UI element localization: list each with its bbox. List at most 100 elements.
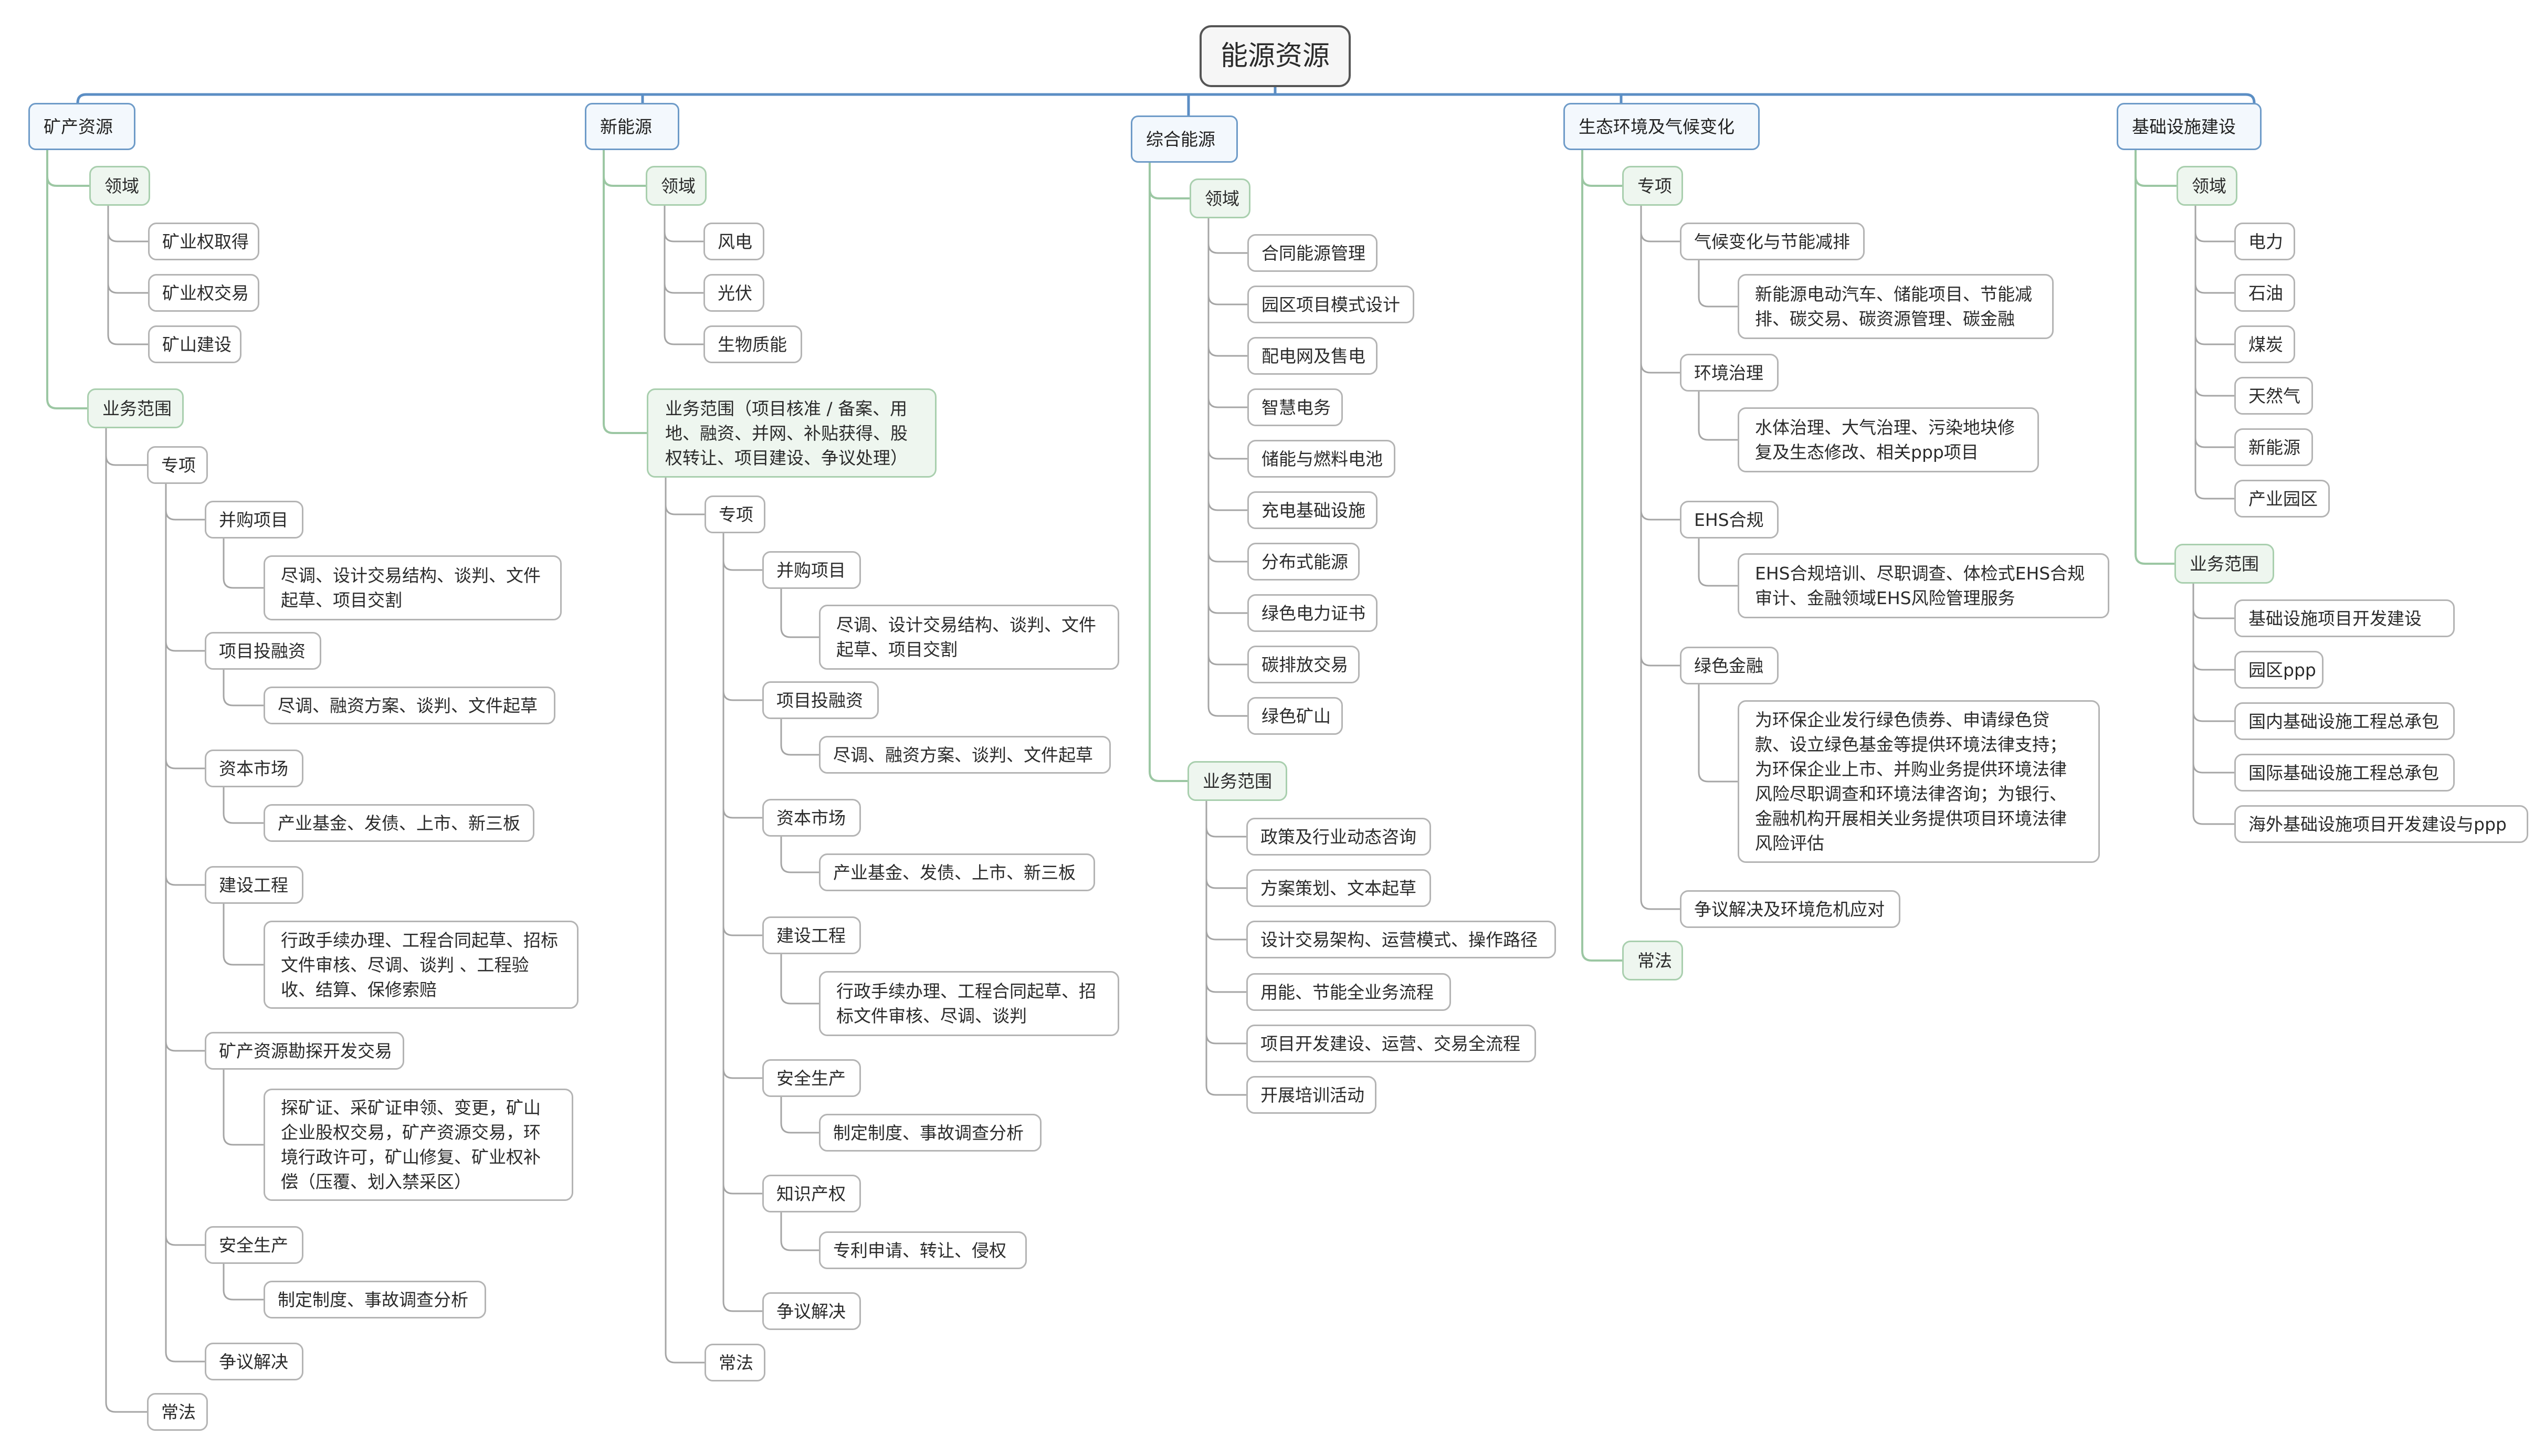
connector-line [2192,583,2235,825]
b3-scope-item[interactable]: 方案策划、文本起草 [1246,869,1431,907]
b1-special-group[interactable]: 安全生产 [205,1226,303,1264]
b3-domain-item[interactable]: 绿色电力证书 [1247,594,1378,632]
b3-domain-node[interactable]: 领域 [1190,178,1250,218]
b1-special-group[interactable]: 建设工程 [205,866,303,904]
b2-domain-item[interactable]: 光伏 [703,274,764,312]
root-node[interactable]: 能源资源 [1200,25,1351,87]
b3-scope-item[interactable]: 开展培训活动 [1246,1076,1376,1114]
b2-special-group[interactable]: 安全生产 [762,1059,861,1097]
b4-special-detail[interactable]: 水体治理、大气治理、污染地块修复及生态修改、相关ppp项目 [1738,407,2039,472]
b1-special-detail[interactable]: 制定制度、事故调查分析 [264,1281,486,1318]
b5-domain-item[interactable]: 产业园区 [2234,480,2330,518]
b3-domain-item[interactable]: 分布式能源 [1247,543,1360,581]
connector-line [2192,583,2235,722]
b4-special-group[interactable]: 环境治理 [1680,354,1779,392]
b5-scope-item[interactable]: 基础设施项目开发建设 [2234,599,2455,637]
b1-scope-node[interactable]: 业务范围 [87,388,184,428]
b1-domain-item[interactable]: 矿山建设 [148,325,241,363]
b1-domain-item[interactable]: 矿业权交易 [148,274,259,312]
b4-common-node[interactable]: 常法 [1622,941,1683,980]
b3-domain-item[interactable]: 碳排放交易 [1247,646,1360,683]
connector-line [1207,217,1248,511]
connector-line [2192,583,2235,671]
connector-line [722,532,763,936]
branch-infrastructure[interactable]: 基础设施建设 [2117,103,2262,150]
b5-scope-node[interactable]: 业务范围 [2174,544,2274,584]
b3-scope-item[interactable]: 设计交易架构、运营模式、操作路径 [1246,921,1556,958]
b5-domain-item[interactable]: 煤炭 [2234,325,2295,363]
branch-ecology-climate[interactable]: 生态环境及气候变化 [1563,103,1760,150]
b2-special-node[interactable]: 专项 [705,495,765,533]
b2-special-detail[interactable]: 尽调、设计交易结构、谈判、文件起草、项目交割 [819,605,1119,670]
b1-special-group[interactable]: 矿产资源勘探开发交易 [205,1032,404,1070]
b5-scope-item[interactable]: 园区ppp [2234,651,2324,689]
b3-scope-node[interactable]: 业务范围 [1187,761,1287,801]
b1-special-detail[interactable]: 行政手续办理、工程合同起草、招标文件审核、尽调、谈判 、工程验收、结算、保修索赔 [264,921,579,1009]
b2-special-detail[interactable]: 产业基金、发债、上市、新三板 [819,853,1095,891]
b4-special-node[interactable]: 专项 [1622,166,1683,206]
b5-domain-item[interactable]: 电力 [2234,223,2295,260]
b5-domain-item[interactable]: 天然气 [2234,377,2313,415]
b5-domain-item[interactable]: 新能源 [2234,428,2313,466]
connector-line [1698,537,1739,587]
b2-special-detail[interactable]: 制定制度、事故调查分析 [819,1114,1042,1152]
b1-special-group[interactable]: 项目投融资 [205,632,321,670]
b1-special-detail[interactable]: 产业基金、发债、上市、新三板 [264,804,534,842]
branch-new-energy[interactable]: 新能源 [585,103,679,150]
b1-special-node[interactable]: 专项 [147,446,208,484]
b1-special-group[interactable]: 并购项目 [205,501,303,539]
b3-domain-item[interactable]: 智慧电务 [1247,388,1343,426]
branch-mineral-resources[interactable]: 矿产资源 [28,103,135,150]
connector-line [223,537,265,589]
b3-domain-item[interactable]: 园区项目模式设计 [1247,286,1414,323]
b5-domain-item[interactable]: 石油 [2234,274,2295,312]
b2-special-group[interactable]: 并购项目 [762,551,861,589]
connector-line [1207,217,1248,305]
connector-line [722,532,763,1079]
b4-special-group[interactable]: 绿色金融 [1680,647,1779,684]
b2-domain-node[interactable]: 领域 [646,166,707,206]
b2-scope-node[interactable]: 业务范围（项目核准 / 备案、用地、融资、并网、补贴获得、股权转让、项目建设、争… [647,388,937,478]
b3-domain-item[interactable]: 合同能源管理 [1247,234,1378,272]
b2-domain-item[interactable]: 生物质能 [703,325,802,363]
b1-common-node[interactable]: 常法 [147,1393,208,1431]
b3-scope-item[interactable]: 项目开发建设、运营、交易全流程 [1246,1025,1536,1062]
b4-special-detail[interactable]: 新能源电动汽车、储能项目、节能减排、碳交易、碳资源管理、碳金融 [1738,274,2054,339]
b5-domain-node[interactable]: 领域 [2177,166,2237,206]
b1-special-detail[interactable]: 尽调、设计交易结构、谈判、文件起草、项目交割 [264,555,562,620]
branch-integrated-energy[interactable]: 综合能源 [1131,115,1238,163]
b2-special-group[interactable]: 知识产权 [762,1175,861,1212]
b1-special-detail[interactable]: 探矿证、采矿证申领、变更，矿山企业股权交易，矿产资源交易，环境行政许可，矿山修复… [264,1089,573,1201]
b2-special-group[interactable]: 资本市场 [762,799,861,837]
b2-special-group[interactable]: 争议解决 [762,1292,861,1330]
b3-domain-item[interactable]: 充电基础设施 [1247,491,1378,529]
b4-special-group[interactable]: 争议解决及环境危机应对 [1680,890,1900,928]
b3-scope-item[interactable]: 用能、节能全业务流程 [1246,973,1451,1011]
b1-special-detail[interactable]: 尽调、融资方案、谈判、文件起草 [264,687,555,724]
b4-special-detail[interactable]: EHS合规培训、尽职调查、体检式EHS合规审计、金融领域EHS风险管理服务 [1738,553,2109,618]
b3-domain-item[interactable]: 绿色矿山 [1247,697,1343,735]
b1-special-group[interactable]: 资本市场 [205,750,303,787]
b4-special-detail[interactable]: 为环保企业发行绿色债券、申请绿色贷款、设立绿色基金等提供环境法律支持；为环保企业… [1738,700,2100,863]
b5-scope-item[interactable]: 国内基础设施工程总承包 [2234,702,2455,740]
b5-scope-item[interactable]: 海外基础设施项目开发建设与ppp [2234,805,2528,843]
b2-special-detail[interactable]: 尽调、融资方案、谈判、文件起草 [819,736,1111,774]
b2-special-group[interactable]: 建设工程 [762,916,861,954]
b1-domain-item[interactable]: 矿业权取得 [148,223,259,260]
connector-line [223,786,265,824]
connector-line [1205,800,1247,1096]
b2-common-node[interactable]: 常法 [705,1344,765,1381]
b2-special-detail[interactable]: 专利申请、转让、侵权 [819,1231,1027,1269]
b3-domain-item[interactable]: 储能与燃料电池 [1247,440,1395,478]
b5-scope-item[interactable]: 国际基础设施工程总承包 [2234,754,2455,792]
b2-special-group[interactable]: 项目投融资 [762,681,879,719]
b4-special-group[interactable]: EHS合规 [1680,501,1779,539]
b3-scope-item[interactable]: 政策及行业动态咨询 [1246,818,1431,856]
b1-domain-node[interactable]: 领域 [89,166,150,206]
b3-domain-item[interactable]: 配电网及售电 [1247,337,1378,375]
b4-special-group[interactable]: 气候变化与节能减排 [1680,223,1865,260]
b2-special-detail[interactable]: 行政手续办理、工程合同起草、招标文件审核、尽调、谈判 [819,971,1119,1036]
b1-special-group[interactable]: 争议解决 [205,1343,303,1380]
b2-domain-item[interactable]: 风电 [703,223,764,260]
